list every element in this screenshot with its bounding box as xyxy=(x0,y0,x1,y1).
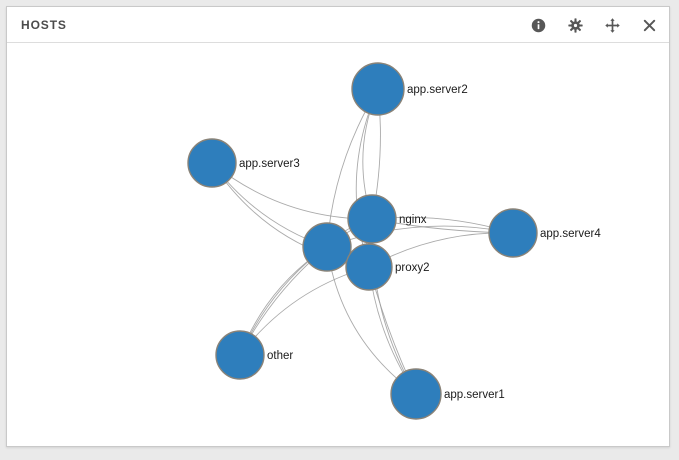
graph-node[interactable]: app.server2 xyxy=(351,62,468,116)
graph-node-label: nginx xyxy=(399,214,427,226)
graph-node[interactable]: nginx xyxy=(347,194,427,244)
graph-node-circle[interactable] xyxy=(215,330,265,380)
graph-node[interactable]: app.server3 xyxy=(187,138,300,188)
gear-icon[interactable] xyxy=(565,15,585,35)
graph-edge xyxy=(371,218,417,395)
graph-node-circle[interactable] xyxy=(347,194,397,244)
graph-node[interactable]: app.server1 xyxy=(390,368,505,420)
graph-node[interactable]: app.server4 xyxy=(488,208,601,258)
graph-node-circle[interactable] xyxy=(345,243,393,291)
graph-node-label: app.server2 xyxy=(407,84,468,96)
graph-node-circle[interactable] xyxy=(187,138,237,188)
graph-node-label: proxy2 xyxy=(395,262,430,274)
graph-node-label: app.server1 xyxy=(444,389,505,401)
graph-node-circle[interactable] xyxy=(302,222,352,272)
graph-node-circle[interactable] xyxy=(351,62,405,116)
graph-node-label: other xyxy=(267,350,293,362)
graph-node[interactable]: proxy2 xyxy=(345,243,430,291)
graph-node-label: app.server4 xyxy=(540,228,601,240)
graph-node[interactable]: other xyxy=(215,330,293,380)
graph-node-circle[interactable] xyxy=(390,368,442,420)
network-graph-canvas[interactable]: app.server2 app.server3 nginx proxy2 app.ser… xyxy=(7,43,669,446)
graph-nodes: app.server2 app.server3 nginx proxy2 app.ser… xyxy=(187,62,601,420)
info-icon[interactable] xyxy=(528,15,548,35)
graph-node[interactable] xyxy=(302,222,352,272)
move-icon[interactable] xyxy=(602,15,622,35)
hosts-panel: HOSTS xyxy=(6,6,670,447)
close-icon[interactable] xyxy=(639,15,659,35)
panel-toolbar xyxy=(528,15,659,35)
panel-header: HOSTS xyxy=(7,7,669,43)
page-title: HOSTS xyxy=(21,18,67,32)
graph-node-label: app.server3 xyxy=(239,158,300,170)
graph-node-circle[interactable] xyxy=(488,208,538,258)
